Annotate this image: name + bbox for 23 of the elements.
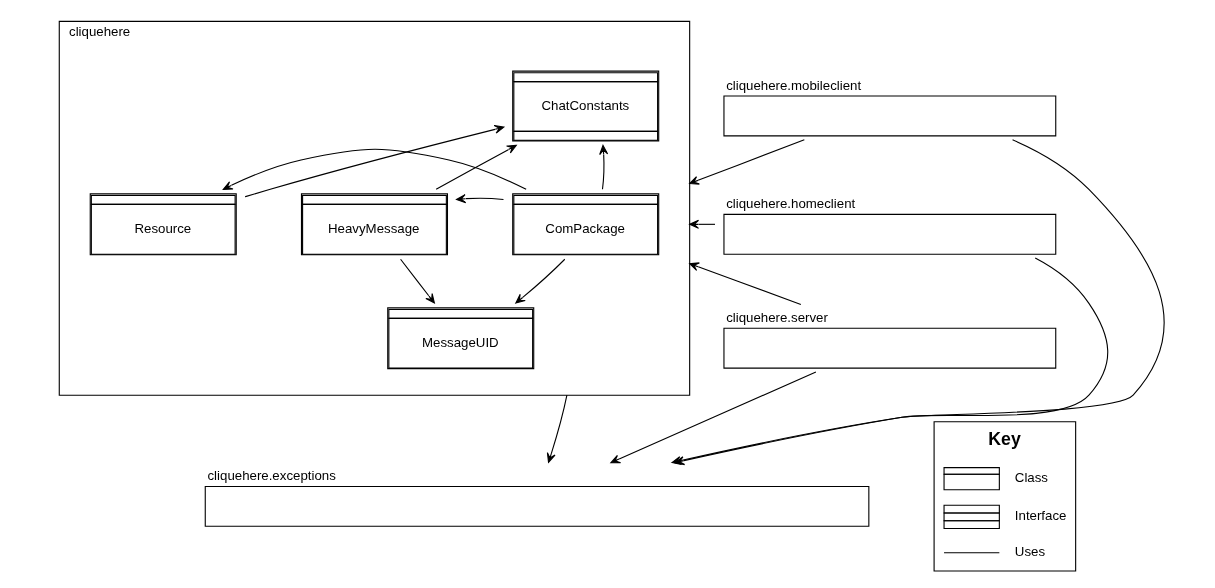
arrow [674, 257, 1109, 466]
arrow [400, 258, 435, 304]
arrow [456, 194, 505, 204]
node-label: cliquehere.homeclient [726, 196, 856, 212]
arrow [599, 144, 609, 190]
node-box [723, 213, 1057, 255]
node-label: cliquehere.mobileclient [726, 78, 862, 94]
node-box [723, 327, 1057, 369]
node-box [204, 485, 870, 527]
arrow [515, 258, 566, 304]
arrow [435, 144, 517, 190]
node-box [723, 95, 1057, 137]
node-label: cliquehere.server [726, 310, 828, 326]
arrow [546, 394, 568, 463]
legend-label: Interface [1014, 508, 1067, 524]
arrow [689, 139, 805, 185]
legend-label: Class [1014, 470, 1048, 486]
arrow [244, 124, 505, 198]
legend-label: Uses [1014, 544, 1046, 560]
label: Key [988, 429, 1021, 450]
arrow [689, 262, 802, 305]
node-label: cliquehere.exceptions [207, 468, 336, 484]
arrow [222, 148, 527, 190]
